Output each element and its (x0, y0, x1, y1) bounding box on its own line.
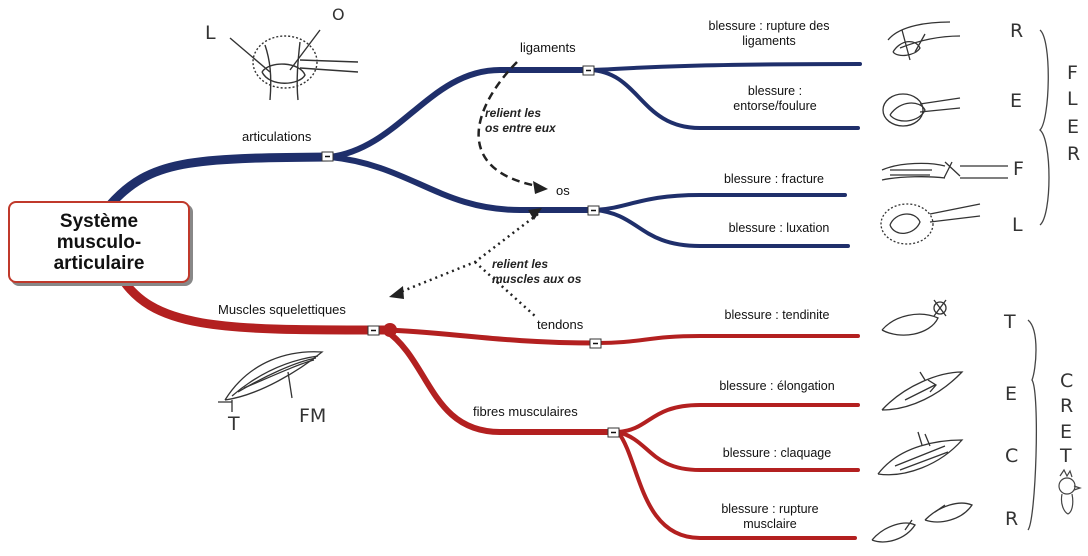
mnemonic-fler-e: E (1067, 116, 1080, 138)
branch-articulations-os (327, 154, 598, 213)
sketch-letter-O: O (332, 5, 345, 24)
node-muscles-squelettiques[interactable]: Muscles squelettiques (218, 302, 346, 317)
mnemonic-brackets (1027, 29, 1050, 531)
muscle-sketch-icon (218, 351, 324, 412)
mnemonic-fler-l: L (1067, 88, 1078, 110)
relation-label-ligaments: relient les os entre eux (485, 106, 556, 135)
injury-elongation[interactable]: blessure : élongation (719, 379, 835, 393)
red-branches (113, 267, 860, 540)
relation-label-tendons: relient les muscles aux os (492, 257, 582, 286)
mnemonic-letter-t1: T (1004, 311, 1016, 333)
ligament-rupture-sketch-icon (887, 21, 961, 61)
node-articulations[interactable]: articulations (242, 129, 312, 144)
mnemonic-letter-r2: R (1005, 508, 1019, 530)
relation-arrow-ligaments-os (477, 61, 538, 188)
blue-branches (105, 62, 862, 248)
muscle-rupture-sketch-icon (871, 502, 973, 543)
injury-fracture[interactable]: blessure : fracture (723, 172, 825, 186)
central-topic-box[interactable]: Système musculo- articulaire (8, 201, 190, 283)
central-topic-title: Système musculo- articulaire (53, 210, 145, 274)
mnemonic-letter-c1: C (1005, 445, 1019, 467)
mnemonic-letter-e2: E (1005, 383, 1018, 405)
mnemonic-cret-r: R (1060, 395, 1074, 417)
mnemonic-cret-t: T (1060, 445, 1072, 467)
mnemonic-letter-e1: E (1010, 90, 1023, 112)
rooster-doodle-icon (1058, 468, 1082, 515)
injury-rupture-ligaments[interactable]: blessure : rupture des ligaments (708, 19, 830, 48)
branch-central-articulations (105, 152, 335, 210)
tendinitis-sketch-icon (881, 299, 947, 336)
branch-muscles-fibres (382, 327, 621, 435)
branch-ligaments-rupture (588, 62, 862, 72)
strain-sketch-icon (877, 431, 964, 476)
branch-os-fracture (593, 193, 847, 212)
branch-fibres-rupture (616, 430, 857, 540)
sprain-sketch-icon (882, 93, 961, 127)
branch-fibres-elongation (616, 403, 860, 434)
node-tendons[interactable]: tendons (537, 317, 584, 332)
injury-claquage[interactable]: blessure : claquage (722, 446, 832, 460)
mnemonic-letter-f1: F (1013, 158, 1024, 180)
collapse-markers (321, 65, 620, 438)
branch-os-luxation (593, 208, 850, 248)
relation-arrowhead-os-dashed (533, 181, 548, 194)
fracture-sketch-icon (881, 161, 1008, 181)
branch-central-muscles (113, 267, 390, 335)
injury-luxation[interactable]: blessure : luxation (728, 221, 830, 235)
sketch-letter-L: L (205, 22, 216, 44)
relation-arrowhead-muscles (389, 286, 404, 299)
injury-rupture-musculaire[interactable]: blessure : rupture musclaire (721, 502, 819, 531)
mnemonic-cret-c: C (1060, 370, 1074, 392)
node-os[interactable]: os (556, 183, 570, 198)
sketch-letter-T: T (228, 413, 240, 435)
relation-branch-tendons (474, 261, 536, 317)
joint-sketch-icon (229, 29, 359, 101)
node-fibres-musculaires[interactable]: fibres musculaires (473, 404, 578, 419)
branch-muscles-tendons (382, 327, 601, 346)
sketch-letters-FM: FM (299, 405, 327, 427)
mnemonic-fler-r: R (1067, 143, 1081, 165)
injury-tendinite[interactable]: blessure : tendinite (724, 308, 830, 322)
node-ligaments[interactable]: ligaments (520, 40, 576, 55)
relation-arrowhead-os-dotted (528, 208, 542, 220)
elongation-sketch-icon (881, 371, 964, 411)
mnemonic-fler-f: F (1067, 62, 1078, 84)
mnemonic-letter-l1: L (1012, 214, 1023, 236)
muscles-junction-dot (383, 323, 397, 337)
injury-entorse-foulure[interactable]: blessure : entorse/foulure (733, 84, 817, 113)
mnemonic-letter-r1: R (1010, 20, 1024, 42)
branch-articulations-ligaments (327, 67, 593, 160)
dislocation-sketch-icon (880, 203, 981, 245)
branch-tendons-tendinite (596, 334, 860, 345)
branch-ligaments-entorse (588, 68, 860, 130)
branch-fibres-claquage (616, 430, 860, 472)
mnemonic-cret-e: E (1060, 421, 1073, 443)
